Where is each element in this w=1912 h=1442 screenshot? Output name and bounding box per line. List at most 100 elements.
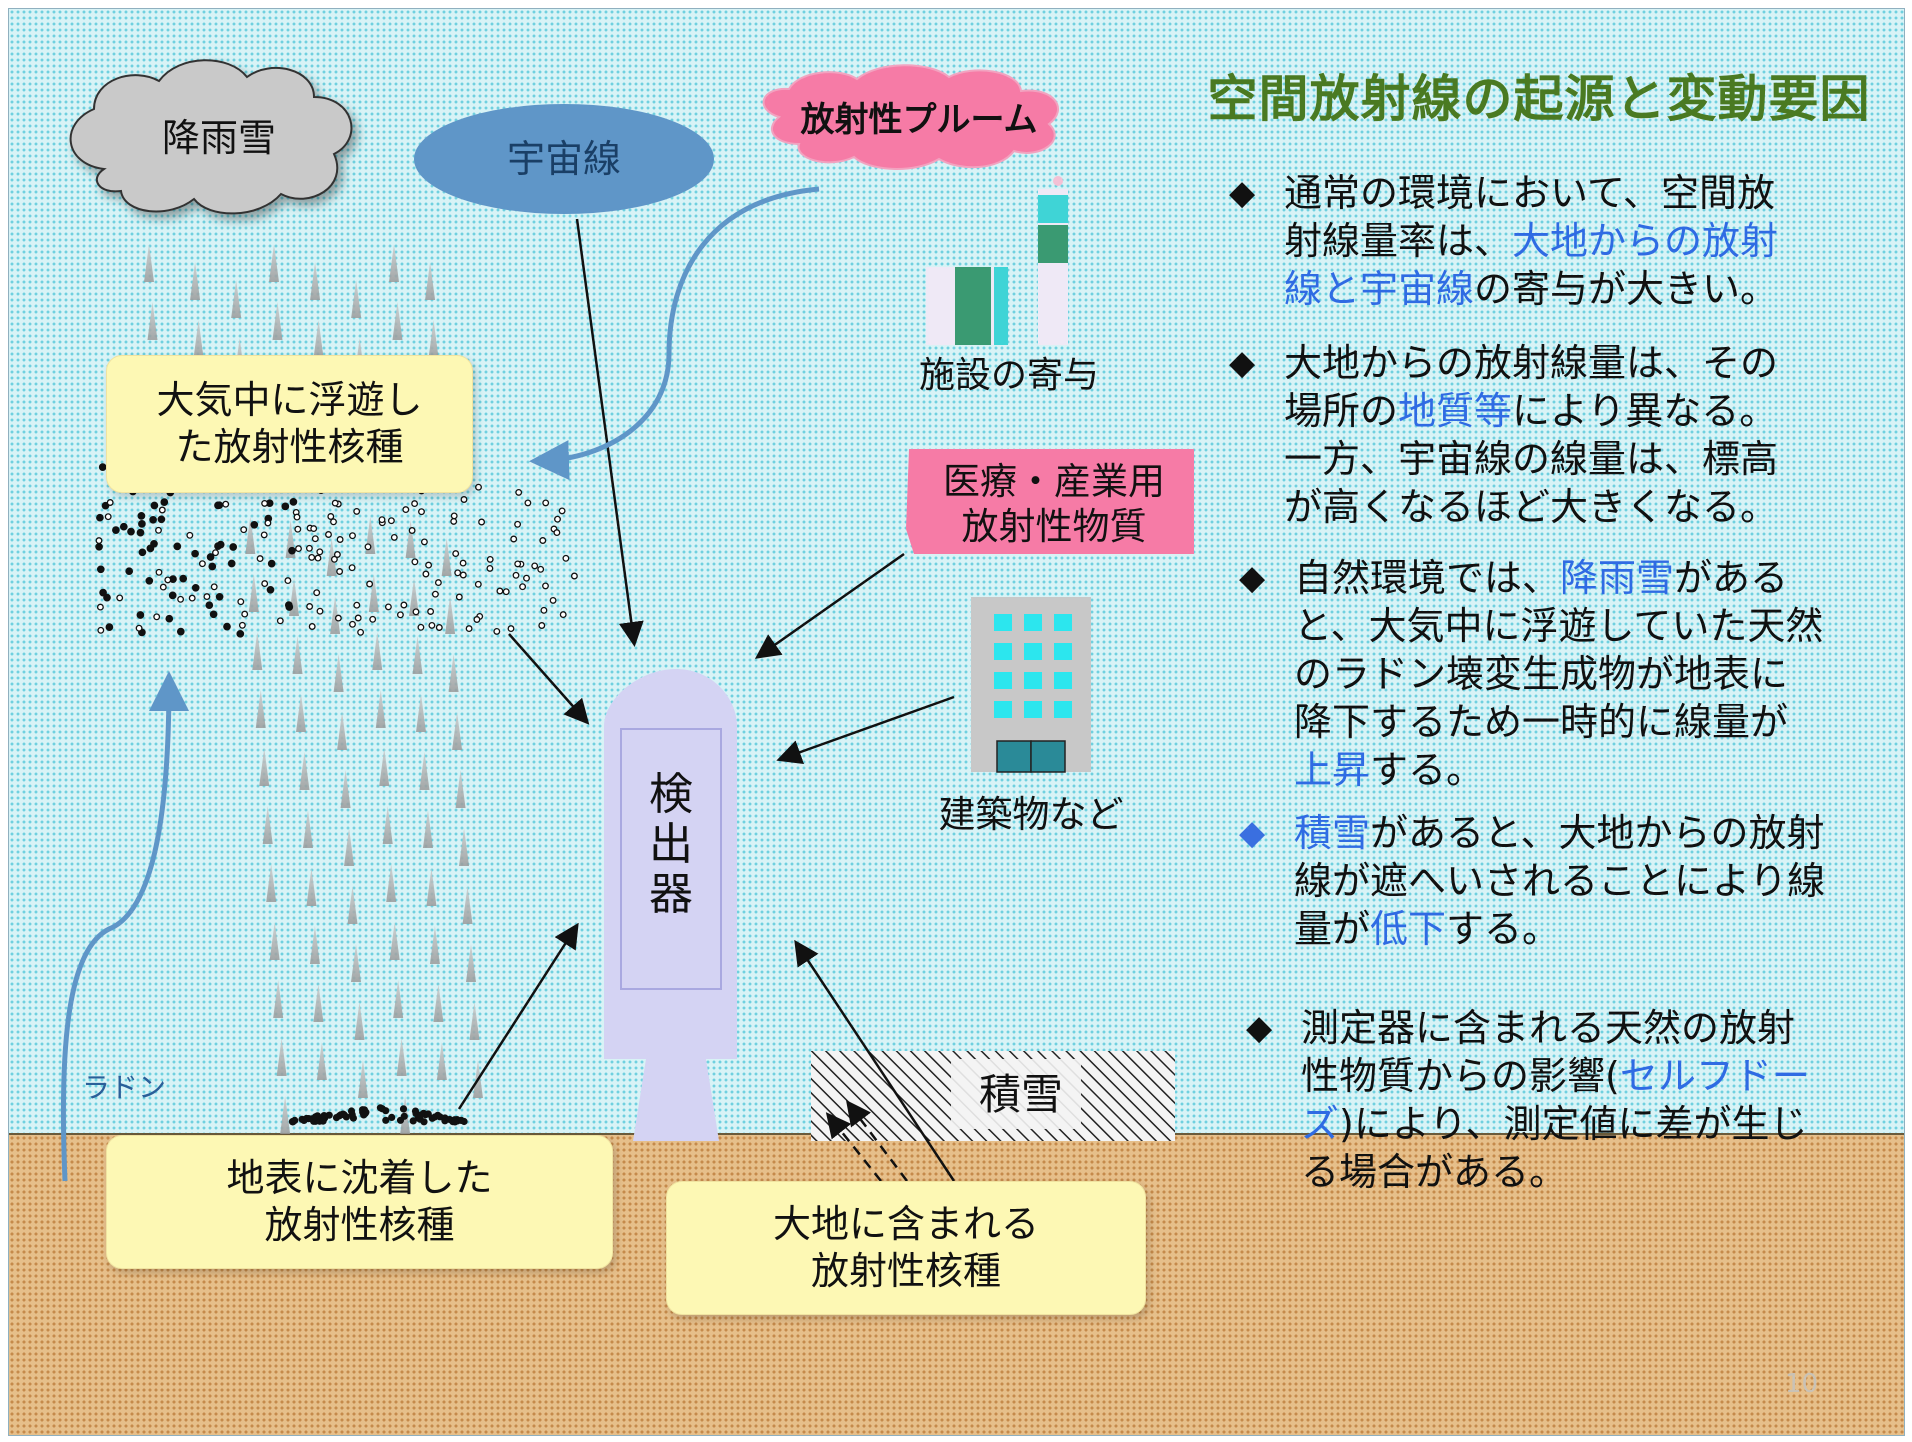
particle xyxy=(515,488,523,496)
bullet-text: る場合がある。 xyxy=(1301,1150,1568,1194)
bullet-text: 降下するため一時的に線量が xyxy=(1294,700,1789,744)
rain-drop xyxy=(382,806,393,844)
particle xyxy=(150,501,159,510)
particle xyxy=(160,498,169,506)
particle xyxy=(417,623,425,631)
bullet-item: ◆積雪があると、大地からの放射線が遮へいされることにより線量が低下する。 xyxy=(1239,809,1825,953)
rain-drop xyxy=(147,302,158,340)
particle xyxy=(519,583,527,591)
bullet-line: 自然環境では、降雨雪がある xyxy=(1294,554,1823,602)
rain-drop xyxy=(313,984,324,1022)
window xyxy=(1024,701,1042,718)
particle xyxy=(507,625,515,633)
particle xyxy=(336,568,344,575)
bullet-text: 量が xyxy=(1294,907,1371,951)
bullet-line: 線が遮へいされることにより線 xyxy=(1294,857,1825,905)
particle xyxy=(366,580,374,588)
deposit-particle xyxy=(332,1114,341,1122)
particle xyxy=(330,518,337,526)
window xyxy=(1054,701,1072,718)
rain-drop xyxy=(306,868,317,906)
rain-drop xyxy=(357,1060,368,1098)
particle xyxy=(138,548,147,557)
bullet-line: と、大気中に浮遊していた天然 xyxy=(1294,602,1823,650)
rain-drop xyxy=(190,262,201,300)
snow-label: 積雪 xyxy=(979,1070,1063,1119)
highlight-text: 降雨雪 xyxy=(1560,556,1675,600)
rain-drop xyxy=(252,632,263,670)
particle xyxy=(284,577,292,585)
rain-drop xyxy=(259,748,270,786)
medical-label-2: 放射性物質 xyxy=(962,505,1147,548)
particle xyxy=(135,624,143,632)
building-icon xyxy=(971,597,1091,773)
bullet-line: 積雪があると、大地からの放射 xyxy=(1294,809,1825,857)
particle xyxy=(540,606,548,614)
rain-drop xyxy=(419,752,430,790)
cosmic-ray-ellipse xyxy=(414,104,714,214)
particle xyxy=(261,580,269,588)
particle xyxy=(103,593,111,602)
rain-drop xyxy=(351,280,362,318)
rain-drop xyxy=(428,320,439,358)
highlight-text: セルフドー xyxy=(1619,1054,1810,1098)
cosmic-ray-label: 宇宙線 xyxy=(507,137,621,181)
medical-label-1: 医療・産業用 xyxy=(943,460,1165,503)
particle xyxy=(99,588,107,597)
particle xyxy=(425,561,433,569)
particle xyxy=(215,592,224,601)
particle xyxy=(137,512,146,520)
bullet-item: ◆大地からの放射線量は、その場所の地質等により異なる。一方、宇宙線の線量は、標高… xyxy=(1229,339,1778,531)
rain-drop xyxy=(193,320,204,358)
bullet-line: 場所の地質等により異なる。 xyxy=(1284,387,1778,435)
particle xyxy=(486,555,494,563)
window xyxy=(994,614,1012,631)
particle xyxy=(98,463,107,471)
particle xyxy=(266,585,275,594)
rain-drop xyxy=(392,302,403,340)
particle xyxy=(308,623,316,630)
particle xyxy=(502,588,510,596)
rain-drop xyxy=(455,770,466,808)
particle xyxy=(155,568,163,576)
window xyxy=(994,672,1012,689)
particle xyxy=(306,603,314,610)
bullet-line: ズ)により、測定値に差が生じ xyxy=(1301,1100,1810,1148)
particle xyxy=(434,579,442,587)
particle xyxy=(454,569,462,577)
rain-drop xyxy=(276,1038,287,1076)
window xyxy=(1024,614,1042,631)
deposited-particles xyxy=(288,1104,468,1126)
bullet-text: のラドン壊変生成物が地表に xyxy=(1294,652,1789,696)
particle xyxy=(106,499,114,506)
particle xyxy=(465,625,473,633)
particle xyxy=(384,603,392,611)
rain-drop xyxy=(347,886,358,924)
deposit-particle xyxy=(339,1110,347,1118)
rain-drop xyxy=(354,1002,365,1040)
particle xyxy=(101,501,110,510)
particle xyxy=(176,627,185,636)
particle xyxy=(512,571,520,579)
facility-icon xyxy=(926,176,1068,345)
particle xyxy=(316,548,324,556)
slide: 降雨雪 宇宙線 放射性プルーム 施設の寄与 医療・産業用 放射性物質 xyxy=(8,8,1905,1436)
particle xyxy=(236,629,245,638)
plume-arrow xyxy=(529,186,820,481)
particle xyxy=(459,571,467,579)
particle xyxy=(305,544,313,552)
bullet-text: 場所の xyxy=(1284,389,1399,433)
bullet-text: により異なる。 xyxy=(1512,389,1778,433)
particle xyxy=(250,520,259,529)
particle xyxy=(179,574,188,583)
rain-drop xyxy=(255,690,266,728)
bullet-text: する。 xyxy=(1446,907,1561,951)
particle xyxy=(288,546,296,555)
particle xyxy=(237,598,245,606)
particle xyxy=(559,611,567,619)
rain-drop xyxy=(436,1042,447,1080)
deposit-particle xyxy=(420,1118,428,1126)
deposited-nuclides-box: 地表に沈着した 放射性核種 xyxy=(106,1135,613,1269)
particle xyxy=(459,559,467,567)
bullet-text: 測定器に含まれる天然の放射 xyxy=(1301,1006,1796,1050)
